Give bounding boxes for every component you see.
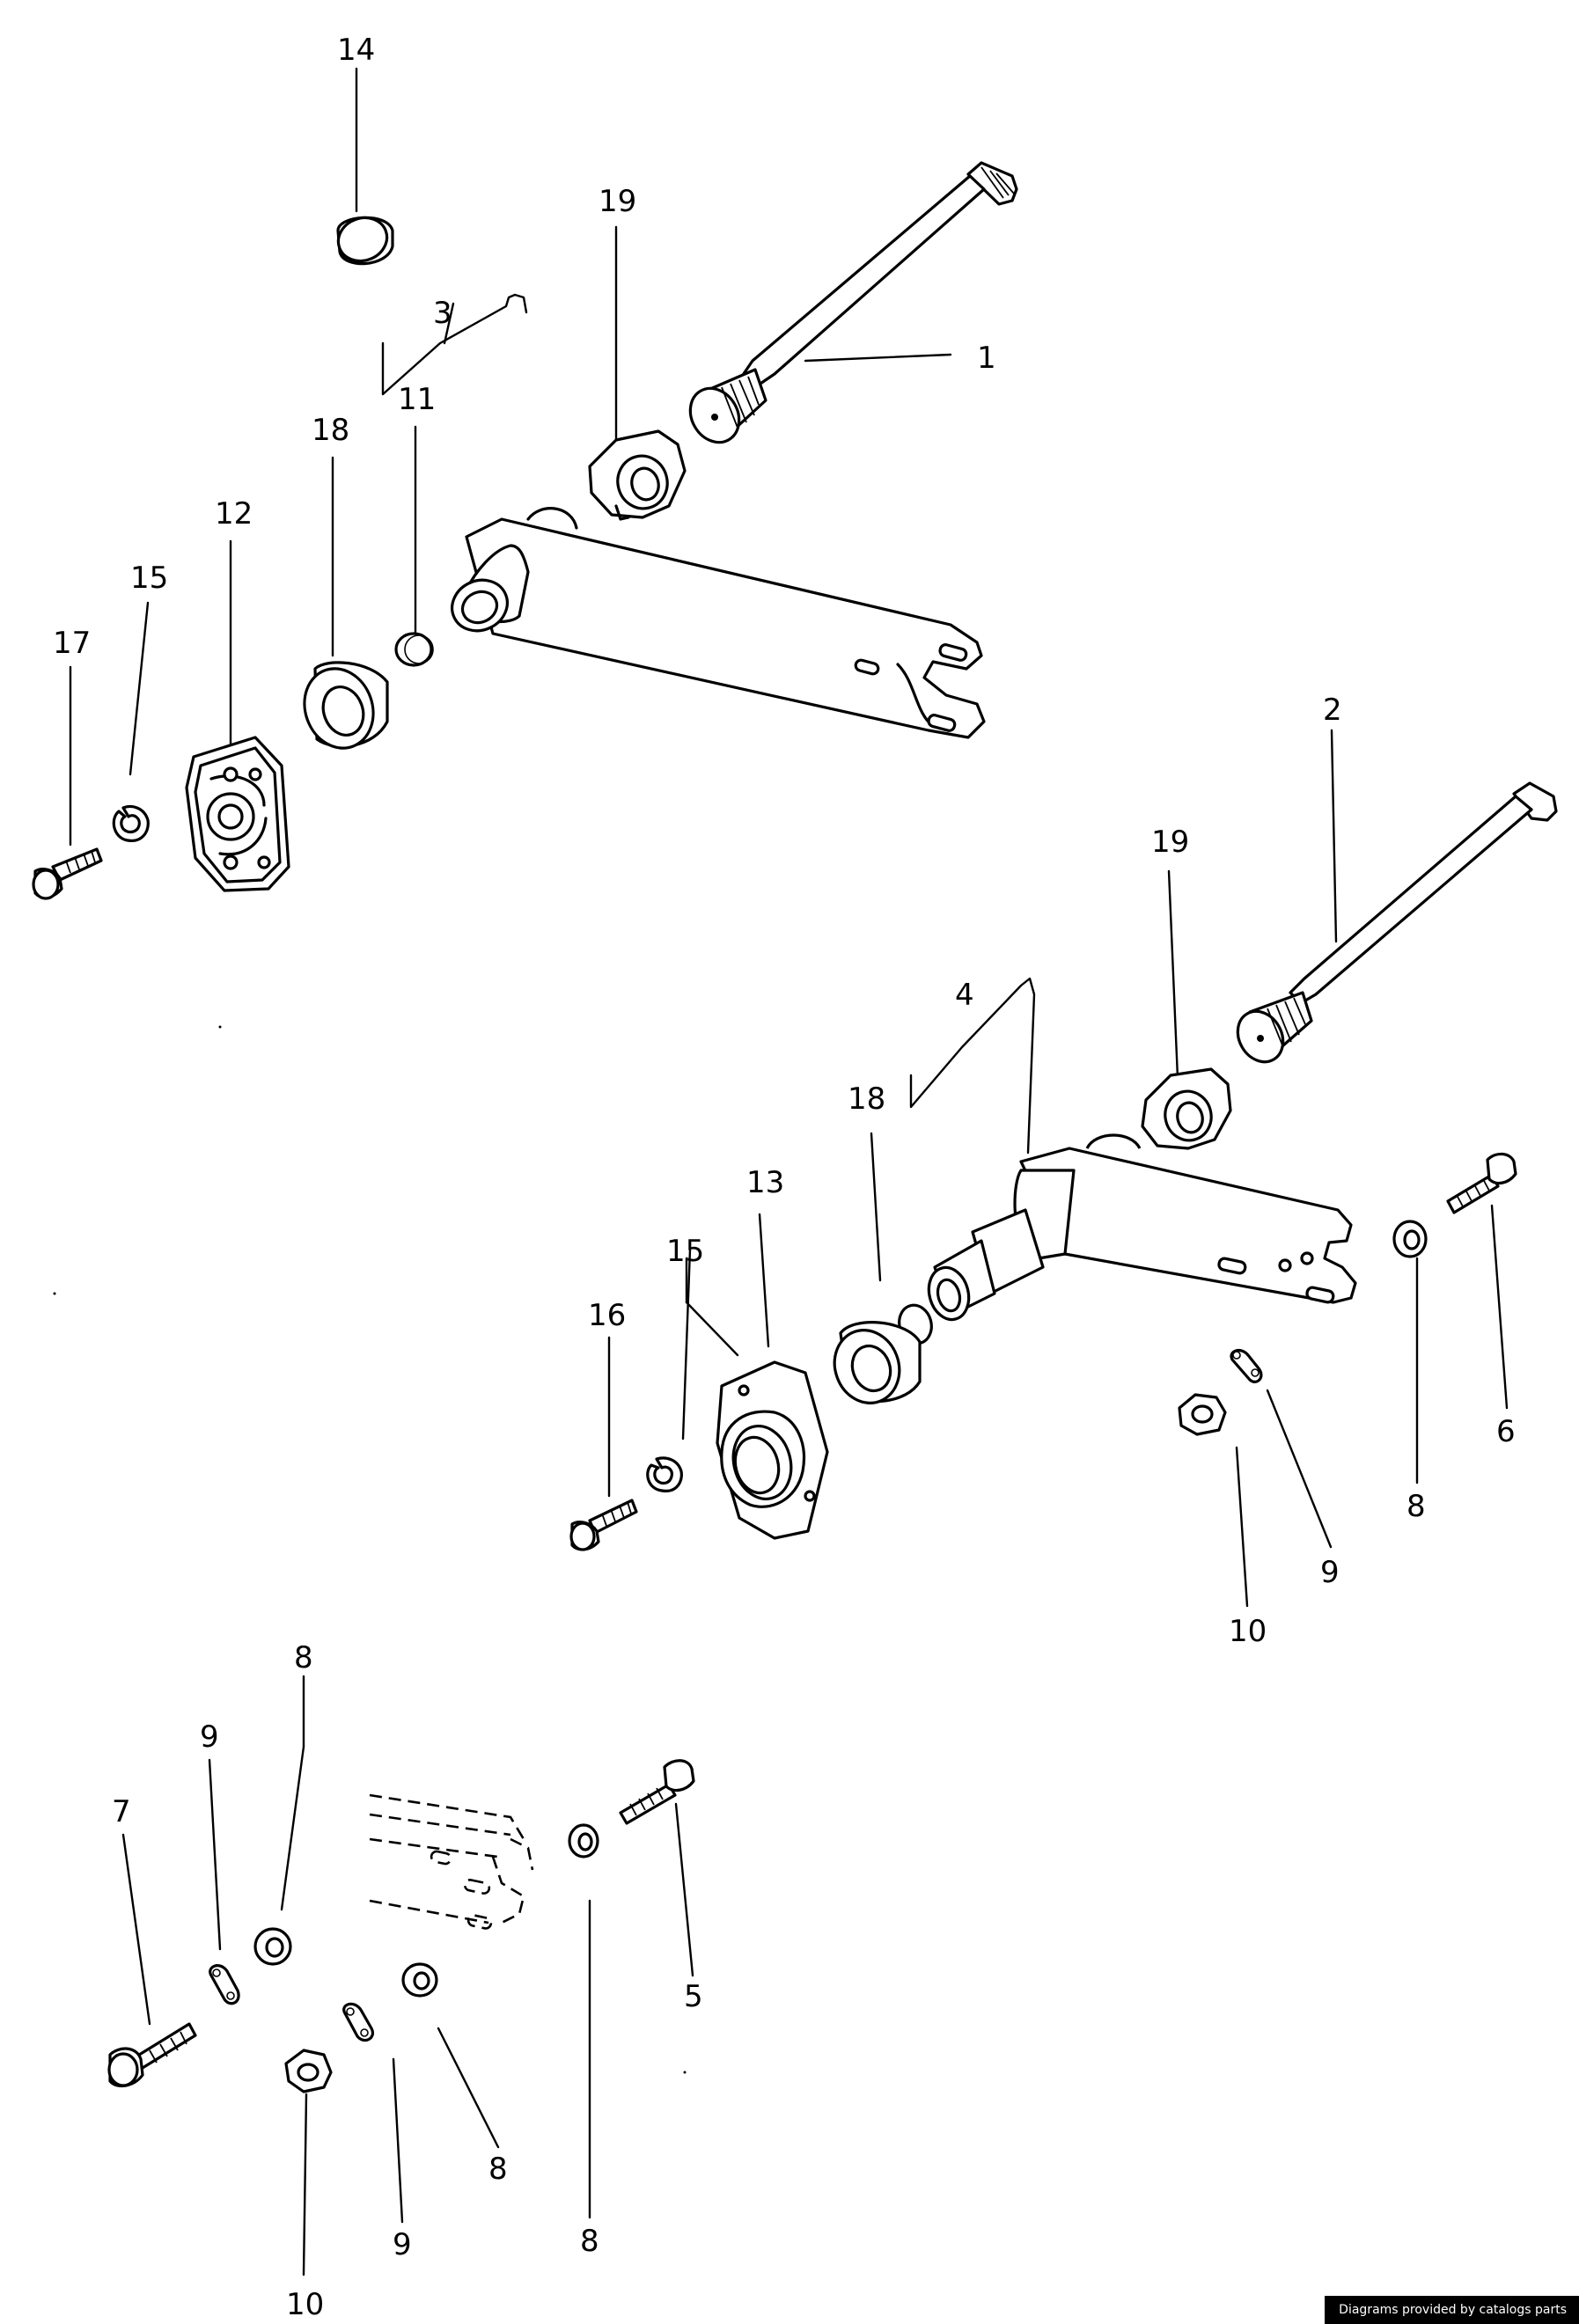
part-torsion-bar-2 [1236,781,1558,1064]
callout-17: 17 [53,626,91,661]
part-bolt-4 [619,1759,695,1825]
callout-11: 11 [398,382,436,417]
callout-labels: 14 19 3 1 18 11 12 15 17 2 19 4 18 13 15… [53,33,1516,2322]
part-bolt-2 [569,1499,638,1551]
callout-15: 15 [666,1234,704,1269]
part-cap [336,216,394,266]
part-bearing [303,661,389,750]
callout-5: 5 [684,1979,703,2014]
part-hex-nut [1178,1393,1227,1436]
part-arm-end-phantom [369,1793,534,1930]
part-arm-left [451,507,986,739]
callout-1: 1 [977,341,996,376]
part-bolt-3 [1446,1152,1517,1214]
part-washer-4 [401,1962,438,1998]
callout-18: 18 [312,413,349,448]
part-bolt [32,847,103,900]
part-washer [1392,1220,1428,1258]
callout-18: 18 [848,1081,885,1117]
attribution-badge: Diagrams provided by catalogs parts [1325,2296,1579,2324]
part-nut-2 [1141,1067,1232,1150]
part-washer-2 [568,1823,599,1858]
part-seal-ring [394,632,434,667]
part-lock-washer-3 [342,2002,374,2042]
part-spring-washer-2 [646,1456,683,1492]
callout-10: 10 [1229,1614,1267,1649]
callout-14: 14 [337,33,375,68]
callout-19: 19 [599,184,636,219]
part-washer-3 [253,1927,292,1966]
part-bolt-5 [107,2022,197,2088]
callout-13: 13 [746,1165,784,1200]
callout-19: 19 [1151,825,1189,860]
part-lock-washer-2 [209,1964,240,2005]
callout-4: 4 [955,978,974,1013]
callout-8: 8 [294,1640,313,1675]
callout-9: 9 [1320,1555,1340,1590]
part-torsion-bar [688,161,1018,444]
callout-2: 2 [1323,693,1342,728]
callout-8: 8 [580,2224,599,2259]
callout-12: 12 [215,496,253,532]
callout-9: 9 [200,1719,219,1755]
part-lock-washer [1230,1348,1263,1383]
callout-15: 15 [130,561,168,596]
part-spring-washer [112,804,150,842]
part-bearing-2 [833,1321,922,1404]
part-nut [588,429,687,521]
leader-lines [69,67,1509,2276]
callout-6: 6 [1496,1414,1516,1449]
part-hex-nut-2 [284,2049,333,2093]
part-flange-housing [716,1360,829,1540]
speck-marks [53,1025,687,2074]
callout-9: 9 [393,2227,412,2262]
part-arm-right [927,1133,1357,1322]
callout-8: 8 [1406,1489,1426,1524]
callout-8: 8 [488,2152,508,2187]
callout-10: 10 [286,2287,324,2322]
callout-3: 3 [433,296,452,331]
callout-16: 16 [588,1298,626,1333]
callout-7: 7 [112,1794,131,1829]
part-mounting-plate [185,736,290,892]
